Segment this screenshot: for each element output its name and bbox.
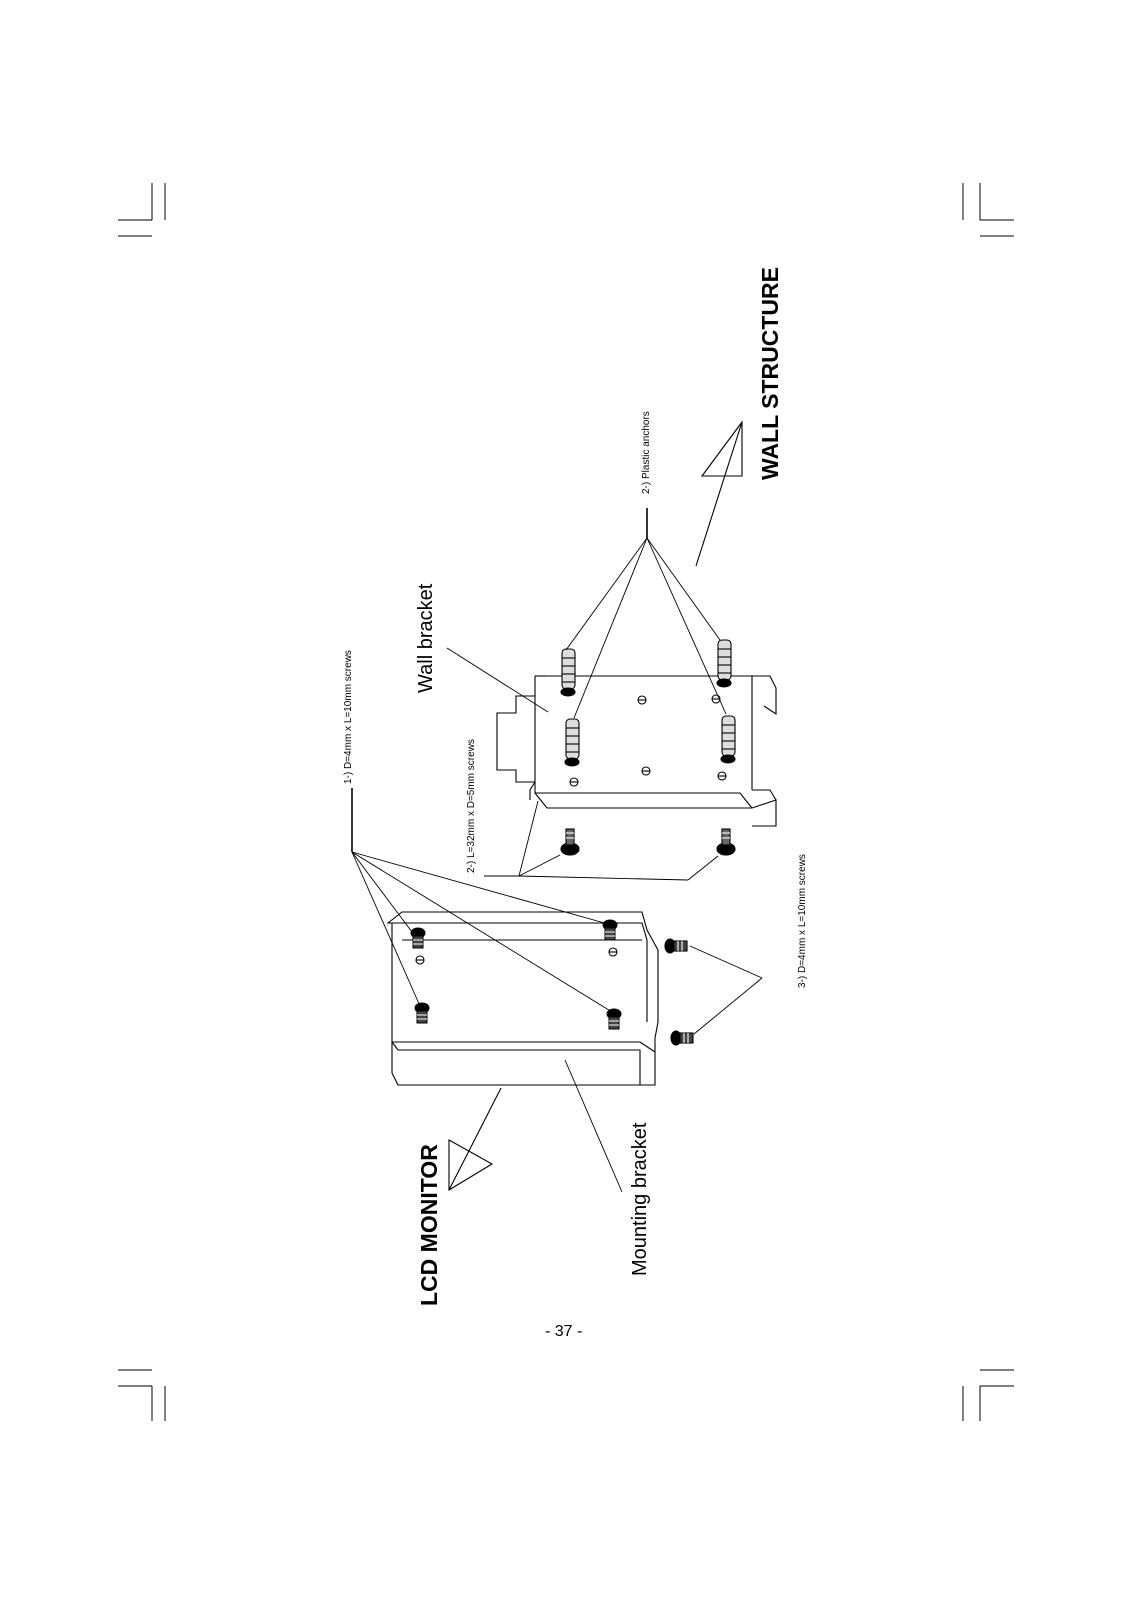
wall-bracket-label: Wall bracket — [415, 583, 437, 693]
plastic-anchors — [560, 639, 736, 767]
wall-direction-arrow — [695, 420, 743, 567]
mounting-screws — [410, 919, 622, 1030]
wall-bracket-drawing — [496, 675, 777, 827]
mounting-bracket-label: Mounting bracket — [629, 1122, 651, 1276]
leader-lines — [351, 508, 763, 1193]
monitor-direction-arrow — [448, 1087, 502, 1191]
screws-1-label: 1-) D=4mm x L=10mm screws — [343, 650, 354, 784]
crop-marks — [118, 183, 1014, 1421]
loose-screws — [664, 938, 694, 1046]
lcd-monitor-label: LCD MONITOR — [416, 1144, 442, 1306]
screws-3-label: 3-) D=4mm x L=10mm screws — [797, 854, 808, 988]
mounting-bracket-drawing — [386, 911, 659, 1086]
page-number: - 37 - — [545, 1323, 583, 1340]
screws-2-label: 2-) L=32mm x D=5mm screws — [466, 739, 477, 873]
plastic-anchors-label: 2-) Plastic anchors — [641, 411, 652, 494]
long-screws — [560, 828, 736, 856]
wall-structure-label: WALL STRUCTURE — [757, 267, 783, 480]
